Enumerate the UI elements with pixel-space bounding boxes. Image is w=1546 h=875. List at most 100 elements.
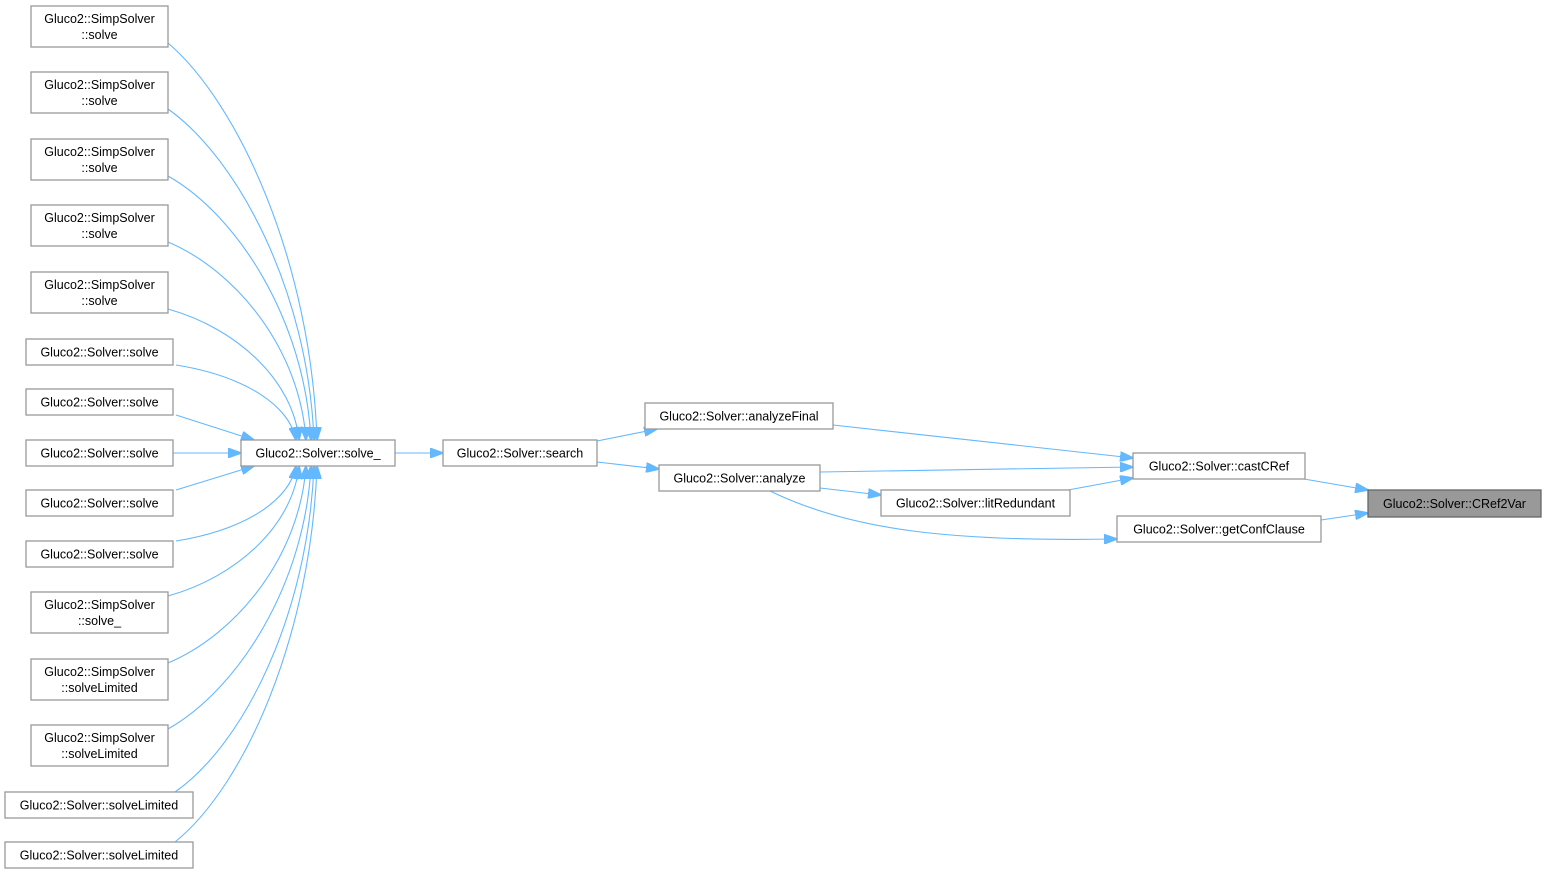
node-label: Gluco2::Solver::solve <box>40 346 158 360</box>
node-label: Gluco2::Solver::solve <box>40 497 158 511</box>
node-box <box>25 338 174 366</box>
node-box <box>442 439 598 467</box>
node-ssl2[interactable]: Gluco2::SimpSolver::solveLimited <box>30 724 169 767</box>
node-label: ::solve_ <box>78 614 122 628</box>
node-box <box>880 489 1071 517</box>
node-label: Gluco2::Solver::solve <box>40 396 158 410</box>
node-label: Gluco2::Solver::analyze <box>673 472 805 486</box>
node-sl2[interactable]: Gluco2::Solver::solveLimited <box>4 841 194 869</box>
node-label: Gluco2::Solver::CRef2Var <box>1383 497 1526 511</box>
edge-s2-to-solve_ <box>175 414 254 440</box>
node-ss3[interactable]: Gluco2::SimpSolver::solve <box>30 138 169 181</box>
edge-sl2-to-solve_ <box>174 466 317 843</box>
node-ss2[interactable]: Gluco2::SimpSolver::solve <box>30 71 169 114</box>
node-s3[interactable]: Gluco2::Solver::solve <box>25 439 174 467</box>
node-getconfclause[interactable]: Gluco2::Solver::getConfClause <box>1116 515 1322 543</box>
node-s2[interactable]: Gluco2::Solver::solve <box>25 388 174 416</box>
node-s1[interactable]: Gluco2::Solver::solve <box>25 338 174 366</box>
node-label: ::solve <box>81 28 117 42</box>
edge-analyze-to-getconfclause <box>769 490 1117 539</box>
node-label: Gluco2::Solver::solve <box>40 447 158 461</box>
edge-ssl1-to-solve_ <box>167 466 306 664</box>
node-s4[interactable]: Gluco2::Solver::solve <box>25 489 174 517</box>
node-box <box>25 540 174 568</box>
node-analyze[interactable]: Gluco2::Solver::analyze <box>658 464 821 492</box>
edge-ss6-to-solve_ <box>167 466 299 597</box>
node-search[interactable]: Gluco2::Solver::search <box>442 439 598 467</box>
node-label: ::solve <box>81 161 117 175</box>
node-label: Gluco2::Solver::solve_ <box>255 447 381 461</box>
node-box <box>644 402 834 430</box>
node-label: Gluco2::SimpSolver <box>44 598 154 612</box>
node-label: Gluco2::Solver::castCRef <box>1149 460 1290 474</box>
node-box <box>30 5 169 48</box>
node-label: Gluco2::Solver::litRedundant <box>896 497 1056 511</box>
edge-s4-to-solve_ <box>175 466 254 491</box>
edge-ss1-to-solve_ <box>167 42 317 440</box>
node-box <box>658 464 821 492</box>
node-castcref[interactable]: Gluco2::Solver::castCRef <box>1132 452 1306 480</box>
node-box <box>1116 515 1322 543</box>
node-label: Gluco2::Solver::getConfClause <box>1133 523 1305 537</box>
edge-sl1-to-solve_ <box>174 466 314 793</box>
edge-s5-to-solve_ <box>175 466 296 542</box>
node-box <box>30 204 169 247</box>
node-box <box>30 658 169 701</box>
edge-ss4-to-solve_ <box>167 241 306 440</box>
node-ssl1[interactable]: Gluco2::SimpSolver::solveLimited <box>30 658 169 701</box>
node-label: Gluco2::Solver::solve <box>40 548 158 562</box>
node-box <box>30 71 169 114</box>
node-box <box>4 791 194 819</box>
node-label: Gluco2::Solver::solveLimited <box>20 849 178 863</box>
node-sl1[interactable]: Gluco2::Solver::solveLimited <box>4 791 194 819</box>
node-label: Gluco2::SimpSolver <box>44 145 154 159</box>
node-ss6[interactable]: Gluco2::SimpSolver::solve_ <box>30 591 169 634</box>
node-box <box>1132 452 1306 480</box>
node-label: Gluco2::SimpSolver <box>44 731 154 745</box>
edge-getconfclause-to-cref2var <box>1320 513 1368 521</box>
node-ss4[interactable]: Gluco2::SimpSolver::solve <box>30 204 169 247</box>
edge-ss3-to-solve_ <box>167 175 311 440</box>
node-label: Gluco2::SimpSolver <box>44 12 154 26</box>
edge-analyze-to-castcref <box>819 467 1133 473</box>
node-label: Gluco2::SimpSolver <box>44 278 154 292</box>
edge-ss5-to-solve_ <box>167 308 299 440</box>
edge-search-to-analyzefinal <box>596 429 657 442</box>
edge-analyze-to-litredundant <box>819 487 881 495</box>
node-label: Gluco2::Solver::solveLimited <box>20 799 178 813</box>
node-ss5[interactable]: Gluco2::SimpSolver::solve <box>30 271 169 314</box>
node-solve_[interactable]: Gluco2::Solver::solve_ <box>240 439 396 467</box>
edge-s1-to-solve_ <box>175 364 296 440</box>
node-box <box>25 489 174 517</box>
node-current-function[interactable]: Gluco2::Solver::CRef2Var <box>1367 489 1542 518</box>
node-label: Gluco2::SimpSolver <box>44 665 154 679</box>
node-box <box>30 138 169 181</box>
node-box <box>25 439 174 467</box>
node-label: ::solve <box>81 94 117 108</box>
node-box <box>1367 489 1542 518</box>
node-label: ::solveLimited <box>61 681 137 695</box>
node-s5[interactable]: Gluco2::Solver::solve <box>25 540 174 568</box>
node-label: Gluco2::SimpSolver <box>44 211 154 225</box>
node-ss1[interactable]: Gluco2::SimpSolver::solve <box>30 5 169 48</box>
node-label: ::solve <box>81 227 117 241</box>
node-box <box>25 388 174 416</box>
node-label: ::solve <box>81 294 117 308</box>
edge-ssl2-to-solve_ <box>167 466 311 730</box>
node-box <box>30 724 169 767</box>
node-litredundant[interactable]: Gluco2::Solver::litRedundant <box>880 489 1071 517</box>
edge-litredundant-to-castcref <box>1067 478 1133 491</box>
node-label: ::solveLimited <box>61 747 137 761</box>
node-label: Gluco2::Solver::analyzeFinal <box>659 410 818 424</box>
node-box <box>240 439 396 467</box>
edge-search-to-analyze <box>596 461 659 469</box>
edge-analyzefinal-to-castcref <box>832 424 1133 458</box>
node-box <box>30 271 169 314</box>
edge-ss2-to-solve_ <box>167 108 314 440</box>
node-analyzefinal[interactable]: Gluco2::Solver::analyzeFinal <box>644 402 834 430</box>
node-box <box>4 841 194 869</box>
node-label: Gluco2::Solver::search <box>457 447 583 461</box>
node-box <box>30 591 169 634</box>
node-label: Gluco2::SimpSolver <box>44 78 154 92</box>
